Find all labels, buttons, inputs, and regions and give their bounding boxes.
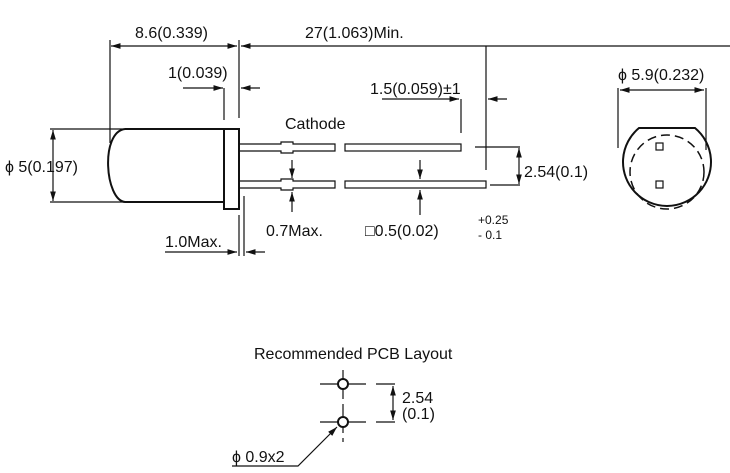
led-flange — [223, 128, 240, 210]
dim-lead-spacing: 2.54(0.1) — [524, 164, 588, 181]
pcb-hole-size: ϕ 0.9x2 — [232, 449, 285, 466]
dim-lead-bend: 1.5(0.059)±1 — [370, 81, 461, 98]
pcb-hole-top — [337, 378, 349, 390]
lead-anode — [239, 141, 462, 154]
dim-flange: 1(0.039) — [168, 65, 228, 82]
dim-flange-diameter: ϕ 5.9(0.232) — [618, 67, 704, 84]
dimension-lines — [50, 40, 730, 256]
lead-square-bottom — [655, 180, 664, 189]
pcb-hole-bottom — [337, 416, 349, 428]
dim-lead-tol-minus: - 0.1 — [478, 228, 502, 242]
dim-lead-length: 27(1.063)Min. — [305, 25, 404, 42]
lead-square-top — [655, 142, 664, 151]
label-cathode: Cathode — [285, 116, 346, 133]
dim-lead-square: □0.5(0.02) — [365, 223, 439, 240]
dim-kink: 0.7Max. — [266, 223, 323, 240]
pcb-title: Recommended PCB Layout — [254, 346, 453, 363]
led-side-view — [107, 128, 487, 210]
lead-cathode — [239, 178, 487, 191]
dim-overall-body: 8.6(0.339) — [135, 25, 208, 42]
dim-lead-tol-plus: +0.25 — [478, 213, 509, 227]
led-lens — [107, 128, 224, 203]
dim-diameter: ϕ 5(0.197) — [5, 159, 78, 176]
pcb-spacing-mm: 2.54 — [402, 390, 433, 407]
pcb-spacing-in: (0.1) — [402, 406, 435, 423]
pcb-layout: Recommended PCB Layout 2.54 (0.1) ϕ 0.9x… — [232, 346, 453, 467]
dim-standoff: 1.0Max. — [165, 234, 222, 251]
led-front-view — [622, 127, 712, 210]
